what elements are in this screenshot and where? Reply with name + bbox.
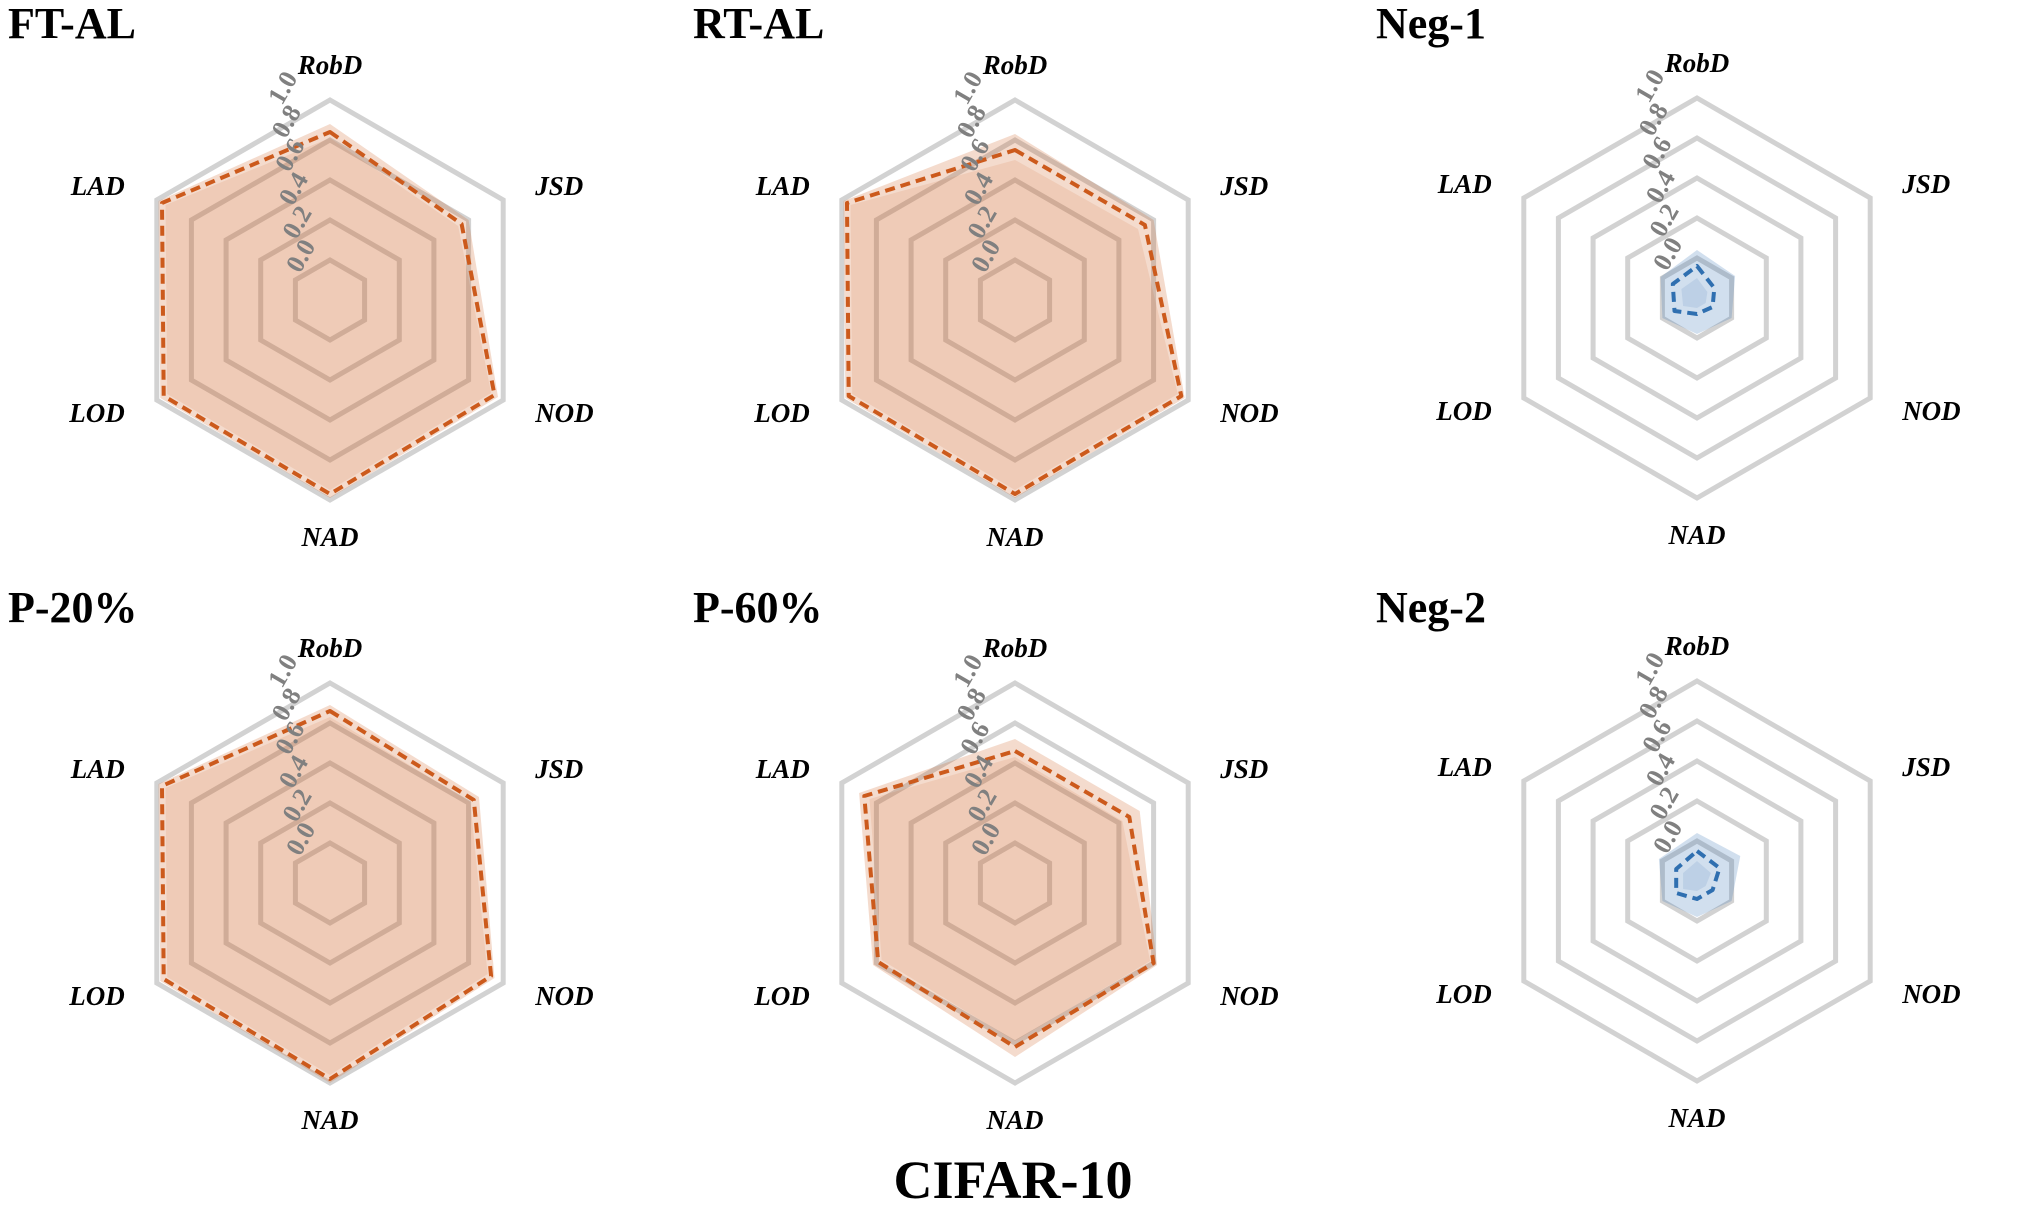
axis-label-jsd: JSD [1219,754,1268,784]
axis-label-lod: LOD [753,981,810,1011]
grid-ring [1555,718,1839,1044]
axis-label-lad: LAD [70,171,125,201]
axis-label-nad: NAD [1667,520,1725,550]
axis-label-robd: RobD [982,50,1048,80]
axis-label-nad: NAD [985,1105,1043,1135]
grid-ring [1659,838,1735,924]
panel-title: RT-AL [693,0,824,48]
series-line [160,130,497,496]
axis-label-nod: NOD [1219,398,1279,428]
axis-label-nad: NAD [1667,1103,1725,1133]
axis-label-jsd: JSD [1901,169,1950,199]
series-band [158,705,495,1083]
grid-ring [977,840,1053,926]
grid-ring [292,257,368,343]
radar-panel: P-20%RobDJSDNODNADLODLAD0.00.20.40.60.81… [8,583,594,1135]
series-band [1658,833,1741,917]
radar-panel: Neg-2RobDJSDNODNADLODLAD0.00.20.40.60.81… [1376,583,1961,1133]
axis-label-jsd: JSD [1901,752,1950,782]
grid-ring [154,97,506,503]
grid-ring [908,760,1122,1006]
series-band-inner [165,138,492,490]
axis-label-lod: LOD [68,981,125,1011]
axis-label-lod: LOD [68,398,125,428]
panel-title: P-60% [693,583,823,632]
radar-panel: RT-ALRobDJSDNODNADLODLAD0.00.20.40.60.81… [693,0,1279,552]
axis-label-nod: NOD [534,398,594,428]
axis-label-jsd: JSD [534,754,583,784]
axis-label-lod: LOD [1435,979,1492,1009]
grid-ring [258,217,402,383]
axis-label-nod: NOD [534,981,594,1011]
grid-ring [1590,758,1804,1004]
grid-ring [1659,255,1735,341]
panels: FT-ALRobDJSDNODNADLODLAD0.00.20.40.60.81… [8,0,1961,1135]
axis-label-nod: NOD [1219,981,1279,1011]
grid-ring [1625,798,1769,964]
axis-label-robd: RobD [1664,48,1730,78]
axis-label-robd: RobD [1664,631,1730,661]
axis-label-lod: LOD [1435,396,1492,426]
grid-ring [1521,95,1873,501]
grid-ring [188,137,472,463]
series-line [160,709,494,1081]
panel-title: FT-AL [8,0,136,48]
series-line [1670,264,1717,316]
series-band-inner [869,757,1151,1041]
series-line [862,749,1156,1049]
radar-panel: Neg-1RobDJSDNODNADLODLAD0.00.20.40.60.81… [1376,0,1961,550]
grid-ring [154,680,506,1086]
grid-ring [977,257,1053,343]
grid-ring [1555,135,1839,461]
axis-label-jsd: JSD [534,171,583,201]
series-line [1674,849,1722,901]
figure-caption: CIFAR-10 [894,1150,1133,1210]
grid-ring [258,800,402,966]
axis-label-jsd: JSD [1219,171,1268,201]
radar-panel: FT-ALRobDJSDNODNADLODLAD0.00.20.40.60.81… [8,0,594,552]
axis-label-robd: RobD [297,633,363,663]
grid-ring [873,720,1157,1046]
series-line [845,148,1184,496]
axis-label-nad: NAD [300,522,358,552]
axis-label-nad: NAD [300,1105,358,1135]
axis-label-lad: LAD [755,754,810,784]
grid-ring [873,137,1157,463]
grid-ring [1521,678,1873,1084]
axis-label-robd: RobD [982,633,1048,663]
grid-ring [188,720,472,1046]
grid-ring [943,800,1087,966]
grid-ring [223,177,437,423]
series-band [158,124,498,498]
axis-label-nod: NOD [1901,979,1961,1009]
grid-ring [223,760,437,1006]
axis-label-robd: RobD [297,50,363,80]
axis-label-nod: NOD [1901,396,1961,426]
axis-label-lad: LAD [1437,169,1492,199]
series-band-inner [1681,278,1708,308]
grid-ring [839,97,1191,503]
grid-ring [292,840,368,926]
series-band-inner [1683,861,1711,891]
grid-ring [1590,175,1804,421]
axis-label-lad: LAD [755,171,810,201]
grid-ring [908,177,1122,423]
series-band [843,134,1185,498]
panel-title: Neg-2 [1376,583,1486,632]
series-band [859,739,1157,1057]
grid-ring [1625,215,1769,381]
radar-panel: P-60%RobDJSDNODNADLODLAD0.00.20.40.60.81… [693,583,1279,1135]
axis-label-nad: NAD [985,522,1043,552]
panel-title: Neg-1 [1376,0,1486,48]
axis-label-lad: LAD [70,754,125,784]
grid-ring [839,680,1191,1086]
axis-label-lad: LAD [1437,752,1492,782]
series-band-inner [165,717,488,1075]
series-band-inner [850,160,1178,490]
panel-title: P-20% [8,583,138,632]
grid-ring [943,217,1087,383]
axis-label-lod: LOD [753,398,810,428]
